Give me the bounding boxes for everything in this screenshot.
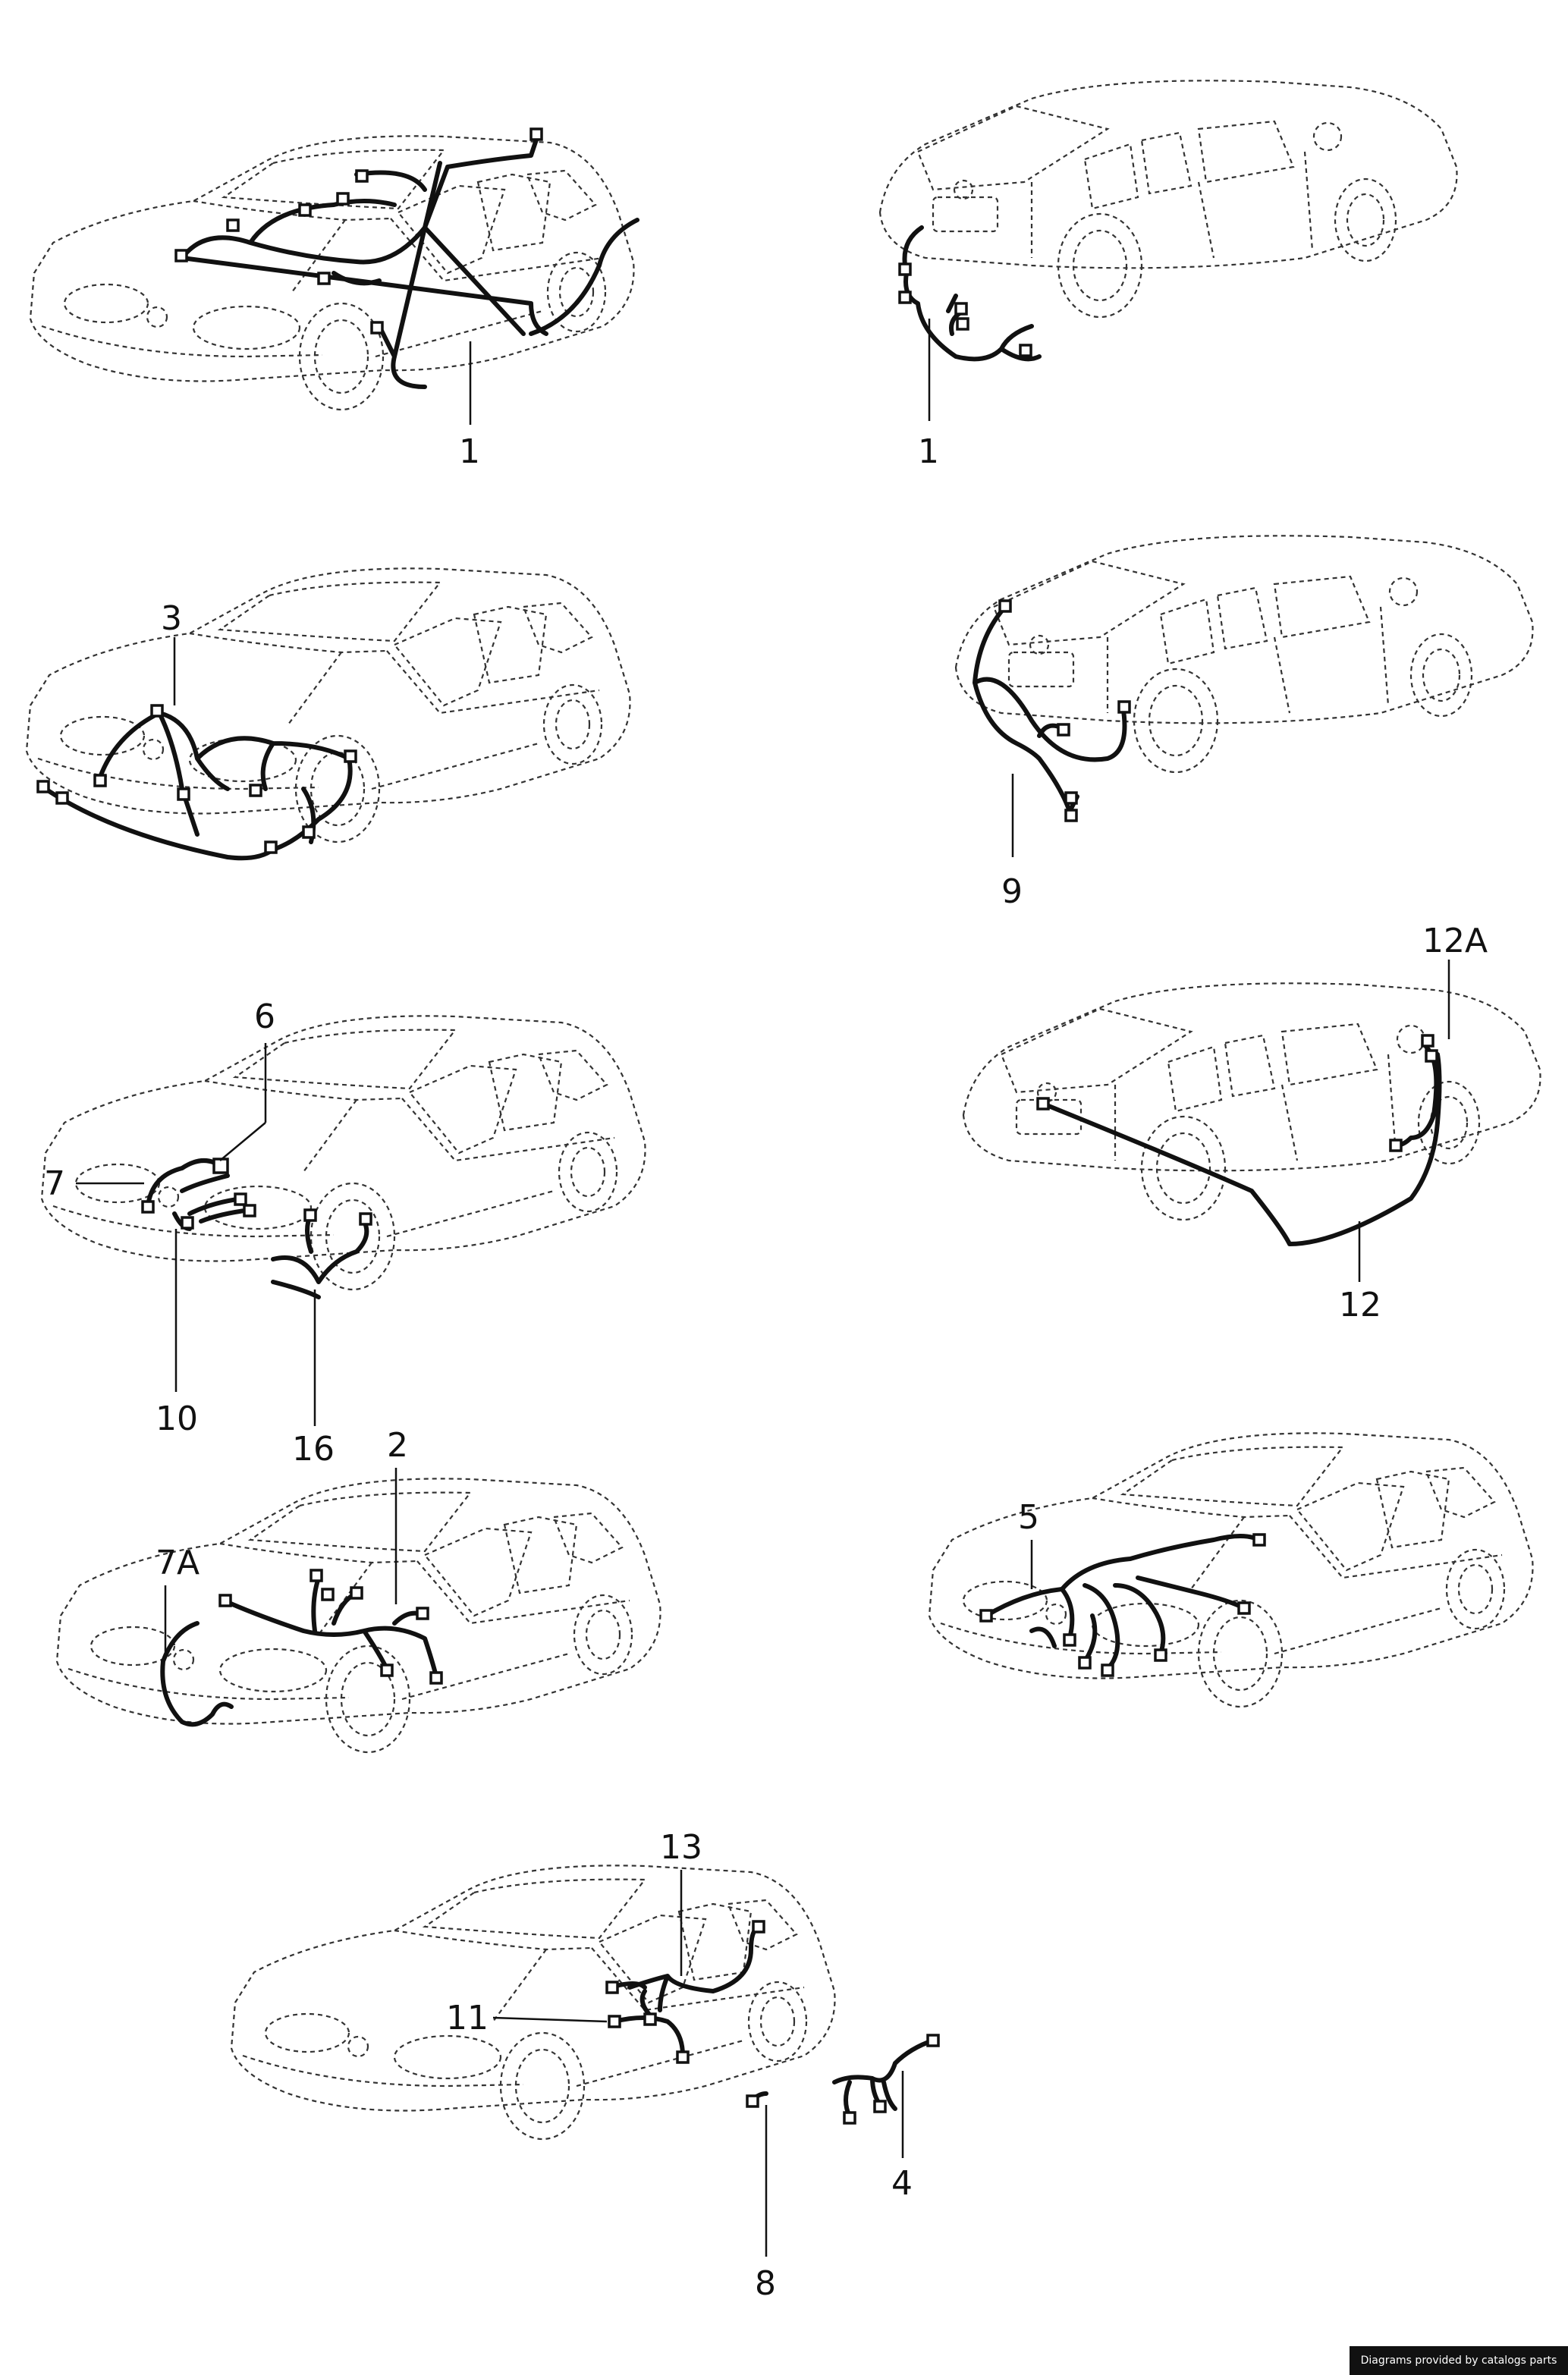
connector-icon [1421, 1034, 1434, 1048]
connector-icon [429, 1671, 443, 1685]
connector-icon [303, 1208, 317, 1222]
callout-label: 1 [459, 432, 480, 471]
car-view-engine-harness: 3 [25, 567, 631, 861]
connector-icon [1078, 1656, 1092, 1670]
connector-icon [141, 1200, 155, 1214]
callout-label: 10 [156, 1400, 198, 1438]
connector-icon [218, 1594, 232, 1607]
connector-icon [643, 2012, 657, 2026]
connector-icon [298, 203, 312, 217]
connector-icon [321, 1588, 335, 1601]
connector-icon [344, 749, 357, 763]
connector-icon [1036, 1097, 1050, 1111]
connector-icon [926, 2034, 940, 2047]
callout-label: 16 [292, 1430, 335, 1469]
connector-icon [181, 1216, 194, 1230]
car-view-front-end-harness: 6 7 10 16 [40, 997, 646, 1469]
callout-label: 4 [891, 2164, 913, 2203]
connector-icon [55, 791, 69, 805]
connector-icon [1425, 1049, 1438, 1063]
connector-icon [608, 2015, 621, 2028]
connector-icon [954, 302, 968, 316]
car-view-interior-harness: 1 [29, 127, 639, 471]
callout-label: 9 [1001, 872, 1023, 911]
connector-icon [174, 249, 188, 262]
connector-icon [150, 704, 164, 718]
connector-icon [746, 2094, 759, 2108]
connector-icon [956, 317, 969, 331]
connector-icon [898, 291, 912, 304]
connector-icon [1252, 1533, 1266, 1547]
callout-label: 5 [1018, 1498, 1039, 1537]
car-view-engine-bay-harness: 5 [928, 1432, 1534, 1708]
connector-icon [1389, 1139, 1403, 1152]
connector-icon [264, 840, 278, 854]
connector-icon [380, 1663, 394, 1677]
connector-icon [676, 2050, 690, 2064]
connector-icon [36, 780, 50, 793]
connector-icon [226, 218, 240, 232]
callout-label: 11 [446, 1999, 489, 2037]
connector-icon [898, 262, 912, 276]
connector-icon [336, 192, 350, 206]
connector-icon [302, 825, 316, 839]
callout-label: 13 [660, 1828, 702, 1867]
connector-icon [1064, 791, 1078, 805]
connector-icon [1019, 344, 1032, 357]
connector-icon [416, 1607, 429, 1620]
connector-icon [1057, 723, 1070, 737]
connector-icon [350, 1586, 363, 1600]
connector-icon [1117, 700, 1131, 714]
connector-icon [605, 1981, 619, 1994]
connector-icon [1063, 1633, 1076, 1647]
connector-icon [177, 787, 190, 801]
connector-icon [979, 1609, 993, 1623]
callout-label: 7A [156, 1544, 200, 1582]
callout-label: 3 [161, 599, 182, 638]
connector-icon [310, 1569, 323, 1582]
connector-icon [243, 1204, 256, 1217]
connector-icon [370, 321, 384, 335]
connector-icon [843, 2111, 856, 2125]
connector-icon [93, 774, 107, 787]
callout-label: 12A [1422, 922, 1488, 960]
connector-icon [529, 127, 543, 141]
connector-icon [1101, 1663, 1114, 1677]
callout-label: 8 [755, 2264, 776, 2303]
callout-label: 12 [1339, 1286, 1381, 1324]
connector-icon [873, 2100, 887, 2113]
car-view-tailgate-harness: 9 [954, 535, 1534, 911]
callout-label: 6 [254, 997, 275, 1036]
callout-label: 1 [918, 432, 939, 471]
connector-icon [234, 1192, 247, 1206]
connector-icon [249, 784, 262, 797]
connector-icon [998, 599, 1012, 613]
car-view-door-harness: 13 11 4 8 [230, 1828, 940, 2303]
connector-icon [355, 169, 369, 183]
car-view-cockpit-harness: 2 7A [55, 1426, 661, 1754]
car-view-side-harness: 12A 12 [962, 922, 1541, 1324]
callout-label: 2 [387, 1426, 408, 1465]
connector-icon [1064, 809, 1078, 822]
connector-icon [1154, 1648, 1167, 1662]
car-view-rear-harness: 1 [878, 80, 1458, 471]
credit-badge: Diagrams provided by catalogs parts [1350, 2346, 1568, 2375]
connector-icon [359, 1212, 372, 1226]
connector-icon [1237, 1601, 1251, 1615]
connector-icon [317, 272, 331, 285]
callout-label: 7 [44, 1164, 65, 1203]
connector-icon [752, 1920, 765, 1934]
